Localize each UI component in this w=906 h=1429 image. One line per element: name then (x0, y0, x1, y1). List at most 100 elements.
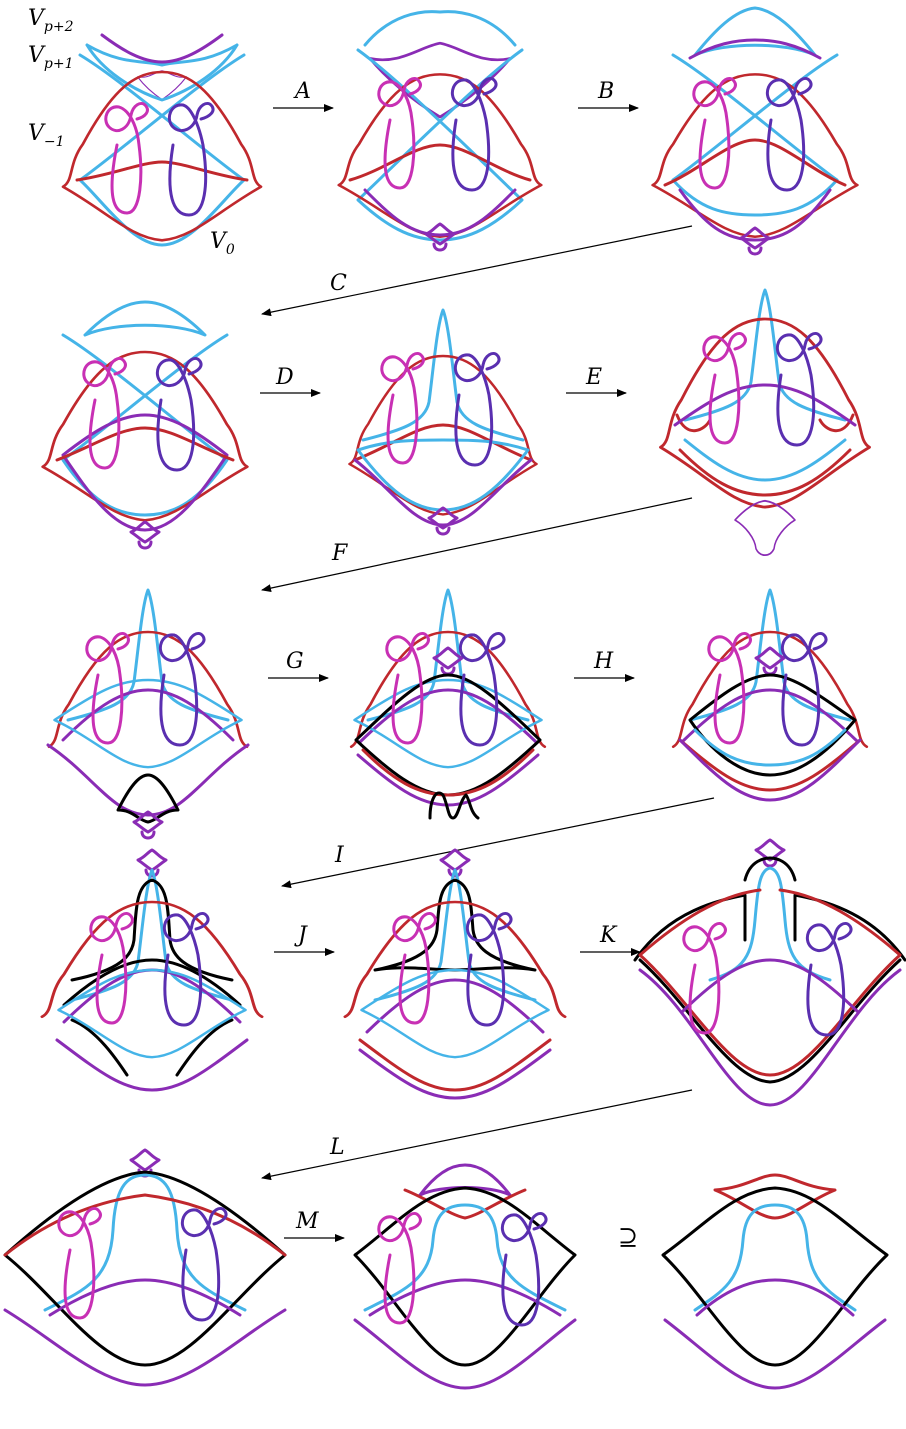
move-label-e: E (585, 365, 602, 390)
black-curve (640, 960, 900, 1082)
magenta-curve (379, 78, 421, 188)
panel-6 (661, 290, 870, 555)
purple-curve (50, 1280, 240, 1315)
purple-curve (682, 960, 858, 1012)
purple-curve (690, 40, 820, 58)
blue-curve (358, 440, 528, 510)
blue-curve (59, 970, 246, 1057)
move-arrows: A B C D E F G H I J K L M ⊇ (260, 79, 714, 1251)
panel-4 (43, 302, 248, 548)
panel-15 (663, 1175, 887, 1388)
blue-curve (710, 868, 830, 980)
purple-curve (63, 415, 227, 530)
move-label-i: I (334, 843, 345, 868)
red-curve (63, 72, 261, 240)
move-label-l: L (329, 1135, 345, 1160)
move-label-g: G (286, 649, 304, 674)
purple-curve (756, 840, 784, 866)
move-label-c: C (330, 271, 347, 296)
move-label-k: K (599, 923, 618, 948)
panel-3 (653, 8, 858, 254)
black-curve (5, 1172, 285, 1365)
purple-curve (675, 385, 855, 425)
panel-9 (673, 590, 867, 800)
magenta-curve (684, 923, 726, 1033)
panel-13 (5, 1150, 285, 1385)
red-curve (363, 750, 533, 795)
svg-text:Vp+2: Vp+2 (28, 6, 74, 35)
blue-curve (673, 55, 837, 215)
red-curve (665, 140, 845, 185)
black-curve (635, 858, 905, 960)
purple-curve (735, 501, 795, 555)
red-curve (715, 1175, 835, 1218)
blue-curve (362, 970, 549, 1057)
indigo-curve (502, 1213, 546, 1325)
magenta-curve (59, 1208, 101, 1318)
blue-curve (363, 310, 523, 440)
panel-1 (63, 35, 261, 245)
move-label-h: H (593, 649, 614, 674)
purple-curve (48, 745, 248, 815)
subset-symbol: ⊇ (618, 1223, 638, 1251)
arrow-l (262, 1090, 692, 1178)
blue-curve (80, 55, 244, 245)
red-curve (5, 1195, 285, 1255)
magenta-curve (704, 333, 746, 443)
svg-text:Vp+1: Vp+1 (28, 43, 74, 72)
blue-curve (68, 590, 228, 720)
move-label-f: F (331, 541, 348, 566)
purple-curve (57, 1040, 247, 1090)
move-label-j: J (294, 923, 308, 948)
move-label-m: M (295, 1209, 319, 1234)
magenta-curve (106, 103, 148, 213)
blue-curve (365, 12, 515, 45)
label-v-p2-sub: p+2 (44, 19, 74, 35)
purple-curve (640, 970, 900, 1105)
panel-2 (339, 12, 541, 250)
move-label-a: A (293, 79, 311, 104)
purple-curve (358, 755, 538, 805)
label-v-0-sub: 0 (226, 242, 235, 258)
red-curve (360, 1040, 550, 1090)
panel-8 (351, 590, 545, 818)
purple-curve (697, 1280, 853, 1315)
black-curve (375, 880, 535, 970)
red-curve (653, 74, 858, 236)
svg-text:V0: V0 (210, 229, 235, 258)
blue-curve (355, 680, 542, 767)
panel-11 (345, 850, 565, 1098)
blue-curve (368, 590, 528, 720)
red-curve (339, 74, 541, 236)
black-curve (663, 1188, 887, 1365)
panel-5 (350, 310, 537, 534)
purple-curve (420, 1165, 510, 1195)
purple-curve (367, 980, 543, 1032)
arrow-c (262, 226, 692, 314)
purple-curve (365, 190, 515, 235)
move-label-b: B (597, 79, 614, 104)
indigo-curve (777, 333, 821, 445)
blue-curve (85, 302, 205, 335)
red-curve (350, 145, 530, 180)
purple-curve (665, 1320, 885, 1388)
indigo-curve (782, 633, 826, 745)
panel-14 (355, 1165, 575, 1388)
panel-7 (48, 590, 248, 838)
svg-text:V−1: V−1 (28, 121, 65, 150)
red-curve (43, 352, 248, 520)
label-v-p1-sub: p+1 (44, 56, 74, 72)
purple-curve (131, 522, 159, 548)
arrow-i (282, 798, 714, 886)
indigo-curve (452, 78, 496, 190)
move-label-d: D (275, 365, 294, 390)
red-curve (677, 415, 853, 431)
purple-curve (5, 1310, 285, 1385)
panel-12 (635, 840, 905, 1105)
indigo-curve (169, 103, 213, 215)
indigo-curve (767, 78, 811, 190)
arrow-f (262, 498, 692, 590)
panel-10 (42, 850, 262, 1090)
magenta-curve (382, 353, 424, 463)
